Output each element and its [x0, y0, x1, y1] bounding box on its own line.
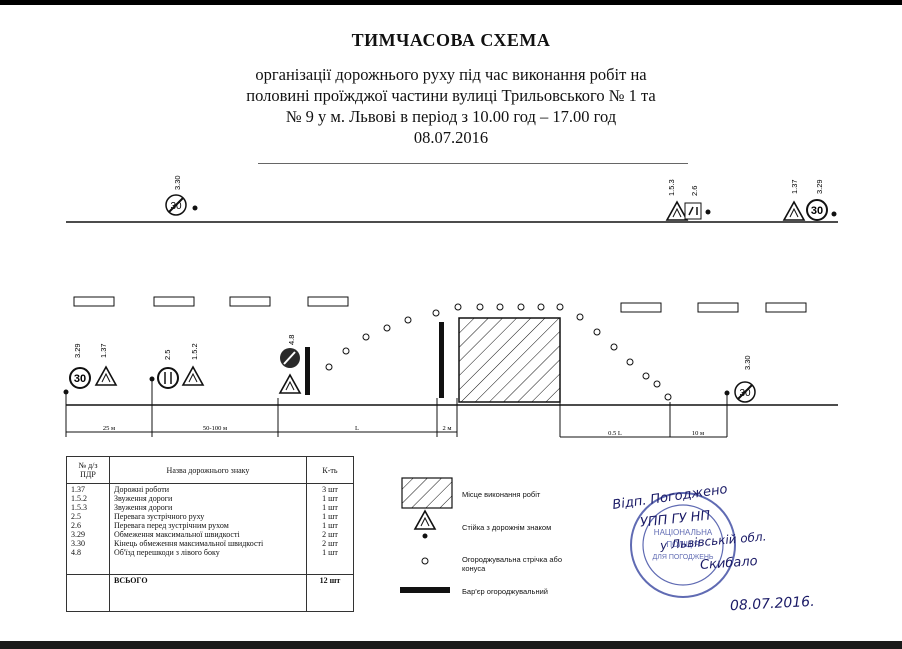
- subtitle-line-1: організації дорожнього руху під час вико…: [255, 65, 647, 84]
- top-sign-1-37-label: 1.37: [790, 179, 799, 194]
- top-sign-1-37-3-29: 1.37 3.29: [783, 179, 837, 221]
- approval-stamp: НАЦІОНАЛЬНА ПОЛІЦІЯ ДЛЯ ПОГОДЖЕНЬ: [630, 492, 736, 598]
- col-qty-header: К-ть: [306, 456, 354, 484]
- bottom-sign-1-37-label: 1.37: [99, 343, 108, 358]
- col-number-header: № д/з ПДР: [66, 456, 110, 484]
- subtitle-line-2: половині проїжджої частини вулиці Трильо…: [246, 86, 656, 105]
- legend-sign-stand-label: Стійка з дорожнім знаком: [462, 523, 552, 532]
- dim-0-5L: 0.5 L: [608, 430, 622, 437]
- bottom-sign-2-5-label: 2.5: [163, 350, 172, 360]
- legend-work-area-label: Місце виконання робіт: [462, 490, 541, 499]
- legend-work-area-symbol: [401, 477, 453, 509]
- bottom-sign-3-30: 3.30: [724, 355, 756, 403]
- cone-line: [325, 303, 672, 401]
- dim-L: L: [355, 425, 359, 432]
- top-sign-3-30-label: 3.30: [173, 175, 182, 190]
- bottom-sign-3-30-label: 3.30: [743, 355, 752, 370]
- sign-number-cell: 1.37 1.5.2 1.5.3 2.5 2.6 3.29 3.30 4.8: [66, 483, 110, 575]
- sign-name-cell: Дорожні роботи Звуження дороги Звуження …: [109, 483, 307, 575]
- legend-tape-label: Огороджувальна стрічка або конуса: [462, 555, 563, 573]
- lane-markings: [73, 296, 807, 313]
- title-underline: [258, 163, 688, 164]
- work-area: [458, 317, 561, 403]
- top-sign-1-5-3-label: 1.5.3: [667, 179, 676, 196]
- bottom-sign-3-29-label: 3.29: [73, 343, 82, 358]
- subtitle-date: 08.07.2016: [413, 128, 489, 147]
- bottom-sign-3-29-1-37: 3.29 1.37: [63, 343, 117, 395]
- legend-barrier-label: Бар'єр огороджувальний: [462, 587, 548, 596]
- top-sign-2-6-label: 2.6: [690, 186, 699, 196]
- bottom-sign-4-8-label: 4.8: [287, 335, 296, 345]
- document-title: ТИМЧАСОВА СХЕМА: [351, 30, 551, 50]
- total-label: ВСЬОГО: [109, 574, 307, 612]
- total-qty: 12 шт: [306, 574, 354, 612]
- subtitle-line-3: № 9 у м. Львові в період з 10.00 год – 1…: [285, 107, 617, 126]
- col-name-header: Назва дорожнього знаку: [109, 456, 307, 484]
- svg-text:ДЛЯ ПОГОДЖЕНЬ: ДЛЯ ПОГОДЖЕНЬ: [652, 554, 713, 561]
- table-row: 1.37 1.5.2 1.5.3 2.5 2.6 3.29 3.30 4.8 Д…: [66, 483, 354, 575]
- top-sign-3-30: 3.30: [165, 175, 198, 216]
- dim-2m: 2 м: [443, 425, 452, 432]
- total-row: ВСЬОГО 12 шт: [66, 574, 354, 612]
- dim-10m: 10 м: [692, 430, 704, 437]
- dim-25m: 25 м: [103, 425, 115, 432]
- bottom-sign-4-8: 4.8: [279, 335, 301, 394]
- barrier-right: [439, 322, 444, 398]
- barrier-left: [305, 347, 310, 395]
- bottom-sign-2-5-1-5-2: 2.5 1.5.2: [149, 343, 204, 389]
- sign-qty-cell: 3 шт 1 шт 1 шт 1 шт 1 шт 2 шт 2 шт 1 шт: [306, 483, 354, 575]
- top-frame-bar: [0, 0, 902, 5]
- signs-table: № д/з ПДР Назва дорожнього знаку К-ть 1.…: [66, 456, 354, 612]
- legend-barrier-symbol: [400, 587, 450, 593]
- legend-cone-symbol: [421, 557, 429, 565]
- bottom-sign-1-5-2-label: 1.5.2: [190, 343, 199, 360]
- top-sign-1-5-3-2-6: 1.5.3 2.6: [666, 179, 711, 221]
- svg-text:НАЦІОНАЛЬНА: НАЦІОНАЛЬНА: [654, 528, 713, 537]
- bottom-frame-bar: [0, 641, 902, 649]
- document-subtitle: організації дорожнього руху під час вико…: [0, 64, 902, 148]
- legend-sign-stand-symbol: [414, 510, 436, 539]
- top-sign-3-29-label: 3.29: [815, 179, 824, 194]
- svg-text:ПОЛІЦІЯ: ПОЛІЦІЯ: [666, 540, 699, 549]
- dim-50-100m: 50-100 м: [203, 425, 227, 432]
- dimension-lines: [65, 380, 728, 438]
